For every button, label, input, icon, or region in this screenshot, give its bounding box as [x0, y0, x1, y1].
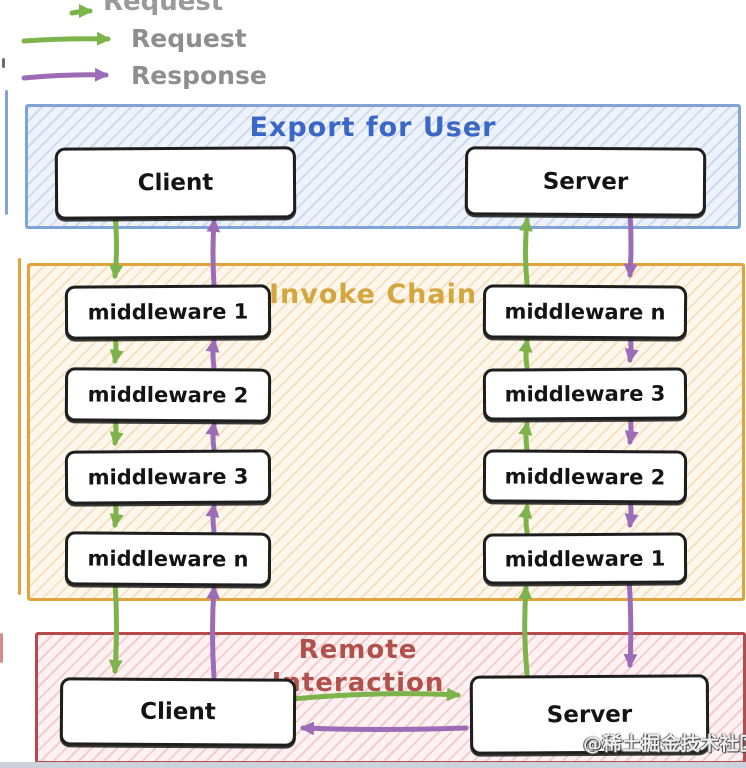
stray-mark: [2, 58, 5, 68]
remote-title-line1: Remote: [298, 635, 418, 665]
middleware-box: middleware n: [482, 284, 688, 340]
client-box-top: Client: [54, 146, 297, 220]
cropped-request-label: Request: [103, 0, 224, 15]
server-box-top: Server: [464, 146, 707, 217]
middleware-box: middleware n: [64, 531, 272, 587]
middleware-box: middleware 3: [482, 367, 688, 421]
legend-response-label: Response: [131, 61, 267, 90]
client-box-bottom: Client: [59, 677, 297, 747]
watermark: @稀土掘金技术社区: [583, 733, 746, 755]
middleware-box: middleware 1: [482, 532, 688, 585]
middleware-box: middleware 3: [64, 449, 272, 505]
cropped-request-arrow: [69, 4, 93, 19]
legend-request-arrow: [21, 31, 111, 46]
export-panel-title: Export for User: [249, 112, 497, 143]
bottom-edge-strip: [0, 762, 746, 768]
middleware-box: middleware 1: [64, 284, 272, 340]
legend-response-arrow: [21, 67, 109, 82]
middleware-box: middleware 2: [482, 449, 688, 504]
cropped-red-panel-edge: [0, 633, 3, 663]
middleware-box: middleware 2: [64, 367, 272, 423]
cropped-blue-panel-edge: [5, 90, 8, 215]
invoke-panel-title: Invoke Chain: [268, 279, 478, 310]
cropped-orange-panel-edge: [18, 258, 21, 595]
legend-request-label: Request: [131, 24, 247, 53]
